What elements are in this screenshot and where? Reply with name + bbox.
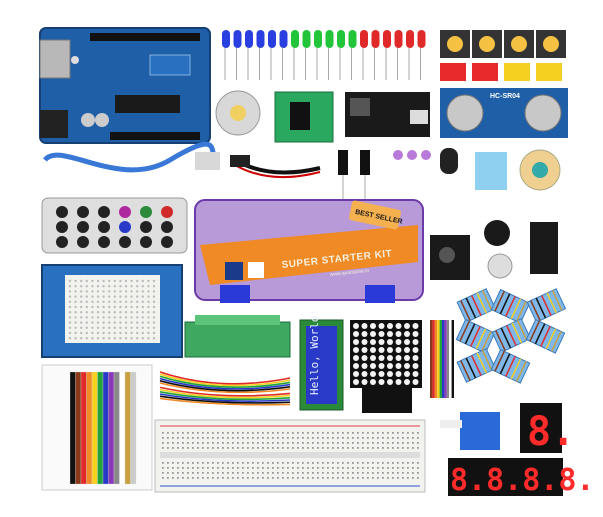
resistor-bundles: [455, 288, 567, 384]
led-row: [222, 30, 426, 80]
kit-box: SUPER STARTER KIT BEST SELLER www.quadst…: [194, 199, 424, 303]
breadboard: [154, 419, 426, 493]
usb-cable: [43, 141, 220, 173]
power-supply-module: [345, 92, 430, 137]
seven-segment-single: 8.: [520, 403, 575, 455]
stepper-driver-board: [274, 91, 334, 143]
jumper-wires: [159, 371, 291, 408]
seven-segment-quad: 8.8.8.8.: [448, 458, 595, 498]
battery-clip: [230, 155, 321, 179]
push-buttons: [440, 30, 566, 81]
resistor-color-chart: [41, 364, 153, 491]
ultrasonic-sensor: HC-SR04: [440, 88, 568, 138]
prototype-shield: [41, 264, 183, 358]
kit-box-url: www.quadstore.in: [330, 268, 370, 278]
ultrasonic-model-label: HC-SR04: [490, 93, 520, 100]
wifi-module: [362, 388, 412, 413]
buzzer: [484, 220, 513, 279]
ir-remote: [41, 197, 188, 254]
lcd-text-line1: Hello, World!: [308, 309, 321, 395]
arduino-uno-board: [39, 27, 211, 144]
ribbon-jumper-wires: [430, 320, 454, 398]
seven-segment-single-text: 8.: [527, 409, 575, 455]
seven-segment-quad-text: 8.8.8.8.: [450, 463, 595, 498]
lcd-module: Hello, World!: [299, 309, 344, 411]
ic-chip: [530, 222, 558, 274]
stepper-motor: [215, 90, 261, 136]
small-components: [338, 148, 561, 200]
servo-motor: [440, 412, 500, 450]
terminal-block: [184, 315, 291, 358]
relay-module: [430, 235, 470, 280]
led-matrix: [350, 320, 422, 388]
